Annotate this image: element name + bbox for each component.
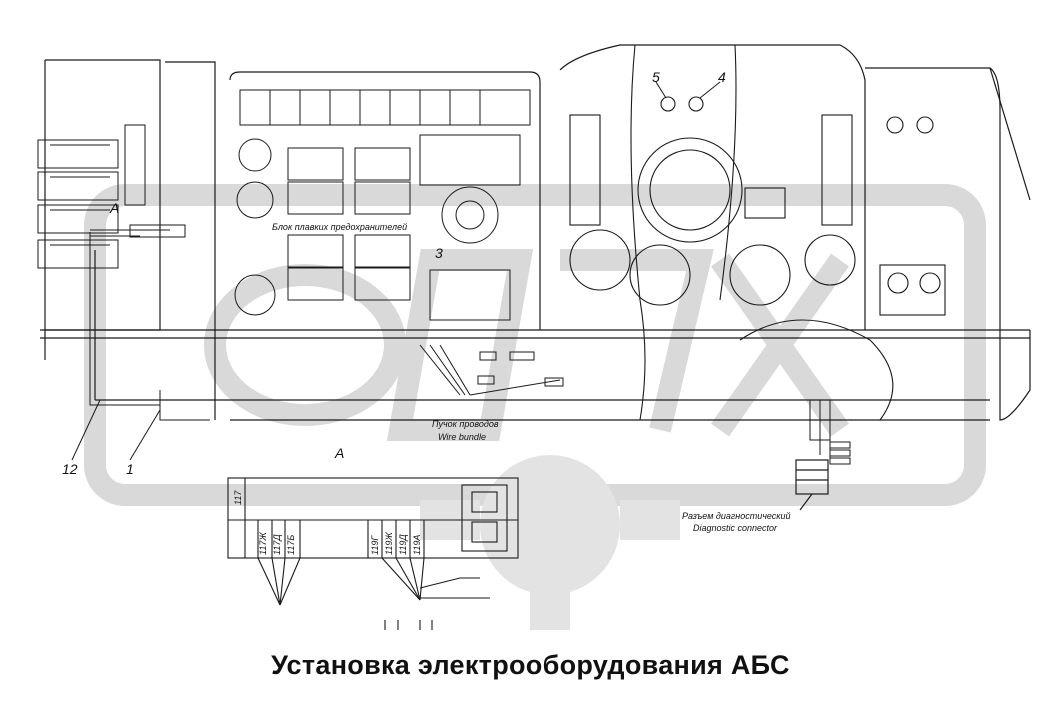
cab-outline (40, 44, 1031, 421)
callout-4: 4 (718, 69, 726, 85)
view-a-label-bottom: A (334, 445, 344, 461)
callout-12: 12 (62, 461, 78, 477)
pin-label: 117 (233, 490, 243, 505)
diagnostic-connector (795, 459, 829, 511)
callout-5: 5 (652, 69, 660, 85)
diag-connector-ru: Разъем диагностический (682, 511, 791, 521)
instrument-cluster (569, 44, 946, 421)
callout-3: 3 (435, 245, 443, 261)
watermark-gear (420, 455, 680, 630)
callout-1: 1 (126, 461, 134, 477)
wire-bundle-en: Wire bundle (438, 432, 486, 442)
fuse-block-note: Блок плавких предохранителей (272, 222, 407, 232)
pin-label: 119Д (398, 534, 408, 555)
left-fuse-panel (37, 124, 186, 269)
wire-bundle-ru: Пучок проводов (432, 419, 499, 429)
pin-label: 117Б (286, 535, 296, 555)
wiring-harness (89, 229, 851, 465)
connector-pin-labels: 117 117Ж 117Д 117Б 119Г 119Ж 119Д 119А (233, 490, 422, 555)
pin-label: 119Г (370, 535, 380, 555)
diagram-title: Установка электрооборудования АБС (271, 650, 790, 680)
pin-label: 117Д (272, 534, 282, 555)
pin-label: 119А (412, 535, 422, 555)
relay-block (234, 89, 531, 321)
pin-label: 119Ж (384, 532, 394, 555)
pin-label: 117Ж (258, 532, 268, 555)
detail-view-a (227, 477, 519, 630)
diag-connector-en: Diagnostic connector (693, 523, 778, 533)
view-a-label-top: A (109, 200, 119, 216)
leader-lines (71, 81, 721, 461)
